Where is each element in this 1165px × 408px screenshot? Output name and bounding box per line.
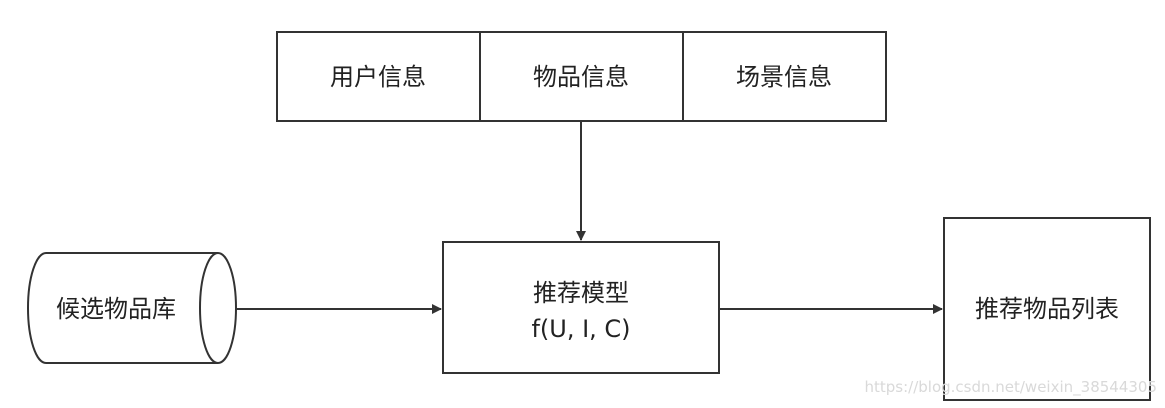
scene-info-label: 场景信息	[736, 63, 832, 91]
item-info-label: 物品信息	[533, 63, 629, 91]
input-features-group: 用户信息 物品信息 场景信息	[276, 31, 887, 122]
model-title: 推荐模型	[533, 279, 629, 307]
user-info-box	[276, 31, 481, 122]
model-formula: f(U, I, C)	[531, 315, 630, 343]
scene-info-box	[682, 31, 887, 122]
output-list: 推荐物品列表	[943, 217, 1151, 401]
item-info-box	[479, 31, 684, 122]
candidate-pool-cylinder: 候选物品库	[27, 252, 237, 364]
watermark-text: https://blog.csdn.net/weixin_38544305	[864, 378, 1157, 397]
candidate-pool-label: 候选物品库	[56, 295, 176, 323]
user-info-label: 用户信息	[330, 63, 426, 91]
recommendation-model: 推荐模型 f(U, I, C)	[442, 241, 720, 374]
output-list-box	[943, 217, 1151, 401]
output-list-label: 推荐物品列表	[975, 295, 1119, 323]
model-box	[442, 241, 720, 374]
